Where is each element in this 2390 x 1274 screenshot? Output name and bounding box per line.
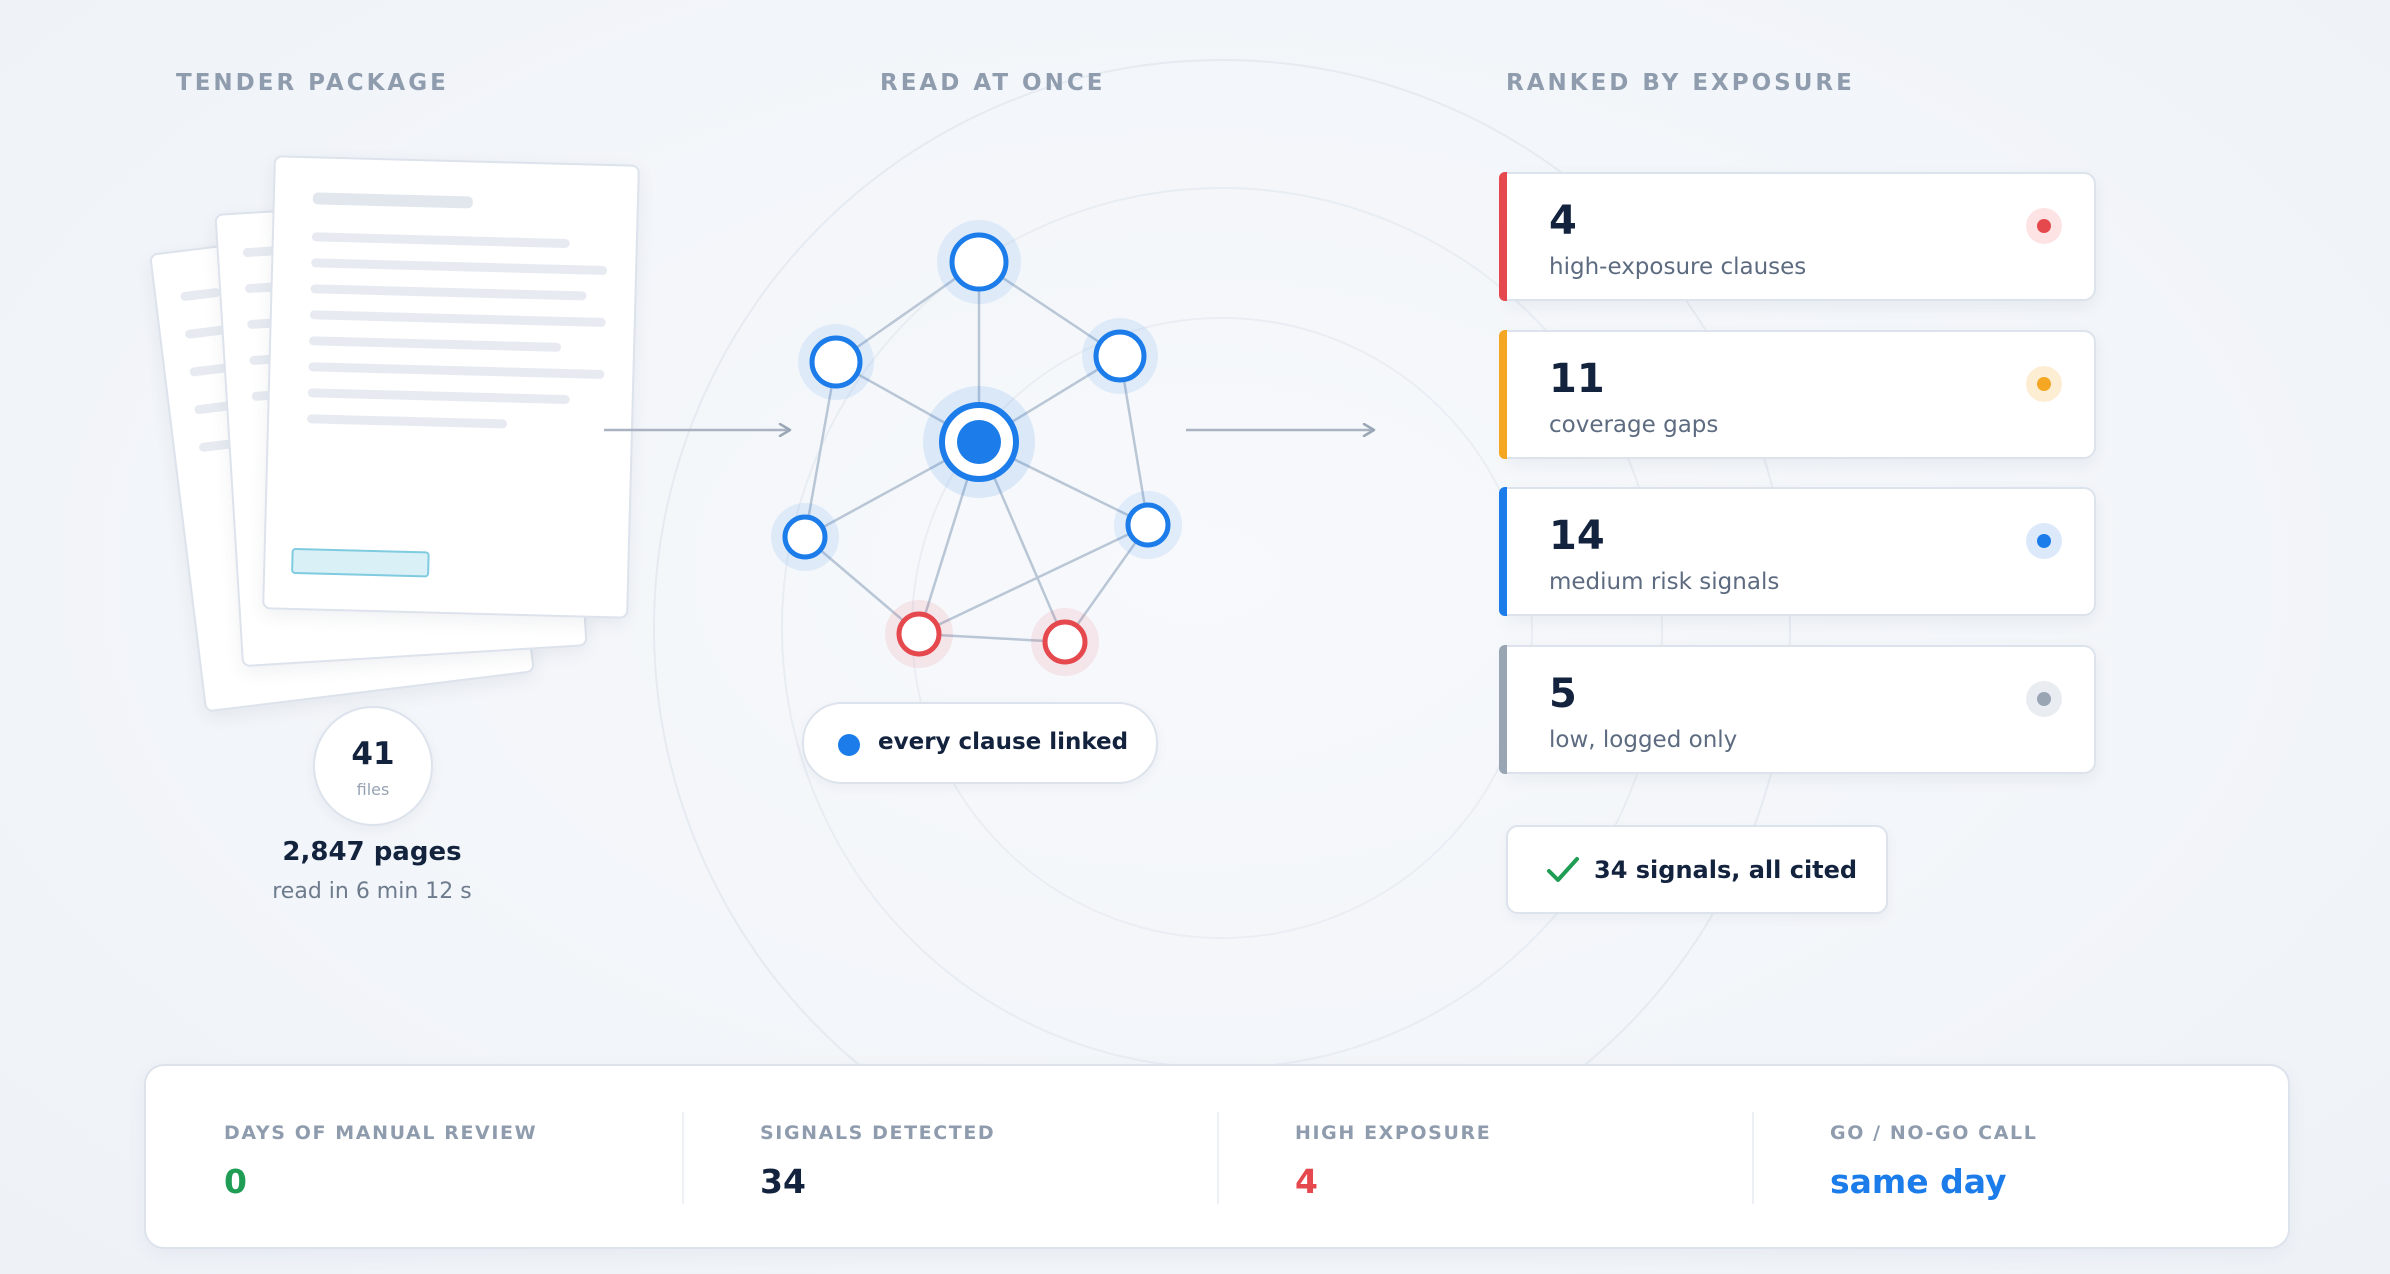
card-accent-bar (1499, 330, 1507, 459)
section-title-tender-package: TENDER PACKAGE (176, 70, 449, 96)
card-label: medium risk signals (1549, 569, 1780, 595)
ranked-card-gaps: 11 coverage gaps (1499, 330, 2096, 459)
card-accent-bar (1499, 172, 1507, 301)
pages-total: 2,847 pages (282, 837, 462, 867)
card-count: 14 (1549, 513, 1605, 559)
card-accent-bar (1499, 645, 1507, 774)
signals-cited-label: 34 signals, all cited (1594, 856, 1858, 884)
card-count: 11 (1549, 356, 1605, 402)
stat-value: 4 (1295, 1162, 1318, 1201)
ranked-card-medium: 14 medium risk signals (1499, 487, 2096, 616)
node-center (923, 386, 1035, 498)
stat-value: 34 (760, 1162, 806, 1201)
node-risk-left (885, 600, 953, 668)
section-title-read-at-once: READ AT ONCE (880, 70, 1106, 96)
stat-divider (1217, 1112, 1219, 1204)
ranked-card-low: 5 low, logged only (1499, 645, 2096, 774)
node-right (1114, 491, 1182, 559)
stat-label: DAYS OF MANUAL REVIEW (224, 1122, 538, 1144)
section-title-ranked-by-exposure: RANKED BY EXPOSURE (1506, 70, 1855, 96)
stat-value: 0 (224, 1162, 247, 1201)
card-accent-bar (1499, 487, 1507, 616)
node-top (937, 220, 1021, 304)
files-count-badge: 41 files (313, 706, 433, 826)
stat-manual-review: DAYS OF MANUAL REVIEW 0 (146, 1066, 682, 1247)
card-label: coverage gaps (1549, 412, 1719, 438)
node-risk-right (1031, 608, 1099, 676)
severity-dot-icon (2026, 523, 2062, 559)
severity-dot-icon (2026, 366, 2062, 402)
node-upper-right (1082, 318, 1158, 394)
stat-label: GO / NO-GO CALL (1830, 1122, 2038, 1144)
severity-dot-icon (2026, 208, 2062, 244)
card-label: low, logged only (1549, 727, 1738, 753)
stat-divider (682, 1112, 684, 1204)
files-count: 41 (351, 736, 395, 772)
stat-label: SIGNALS DETECTED (760, 1122, 996, 1144)
card-count: 4 (1549, 198, 1577, 244)
stat-divider (1752, 1112, 1754, 1204)
stat-go-no-go: GO / NO-GO CALL same day (1752, 1066, 2288, 1247)
every-clause-linked-pill: every clause linked (802, 702, 1158, 784)
ranked-card-high: 4 high-exposure clauses (1499, 172, 2096, 301)
severity-dot-icon (2026, 681, 2062, 717)
stat-signals-detected: SIGNALS DETECTED 34 (682, 1066, 1218, 1247)
card-label: high-exposure clauses (1549, 254, 1807, 280)
node-upper-left (798, 324, 874, 400)
signals-cited-box: 34 signals, all cited (1506, 825, 1888, 914)
card-count: 5 (1549, 671, 1577, 717)
checkmark-icon (1547, 857, 1579, 882)
stat-label: HIGH EXPOSURE (1295, 1122, 1492, 1144)
stat-value: same day (1830, 1162, 2007, 1201)
graph-nodes (771, 220, 1182, 676)
files-label: files (356, 780, 390, 799)
linked-dot-icon (838, 734, 860, 756)
stat-high-exposure: HIGH EXPOSURE 4 (1217, 1066, 1753, 1247)
linked-label: every clause linked (878, 729, 1129, 755)
summary-stats-panel: DAYS OF MANUAL REVIEW 0 SIGNALS DETECTED… (144, 1064, 2290, 1249)
node-left (771, 503, 839, 571)
read-time: read in 6 min 12 s (272, 879, 472, 904)
